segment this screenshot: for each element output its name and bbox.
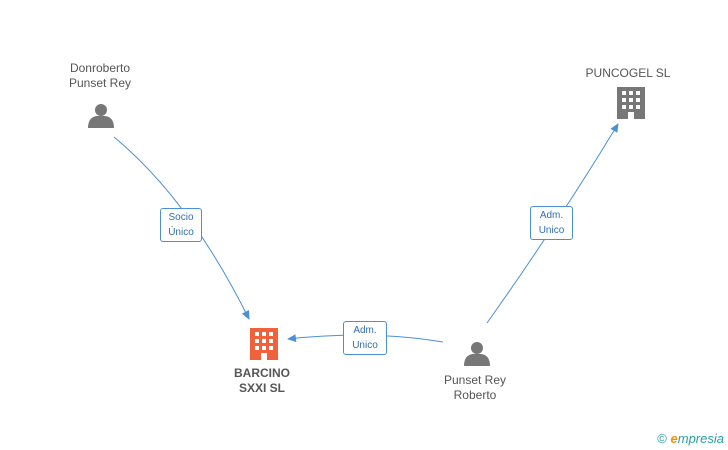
node-label-line: Punset Rey (443, 373, 507, 387)
edge-label-line: Unico (352, 340, 378, 351)
node-label-line: BARCINO (234, 366, 290, 380)
edge-label-line: Socio (168, 212, 194, 223)
node-label-line: Roberto (453, 388, 497, 402)
edge-label-adm-barcino: Adm. Unico (343, 321, 387, 355)
empresia-watermark: © empresia (657, 431, 724, 446)
edge-label-socio-unico: Socio Único (160, 208, 202, 242)
node-label-line: PUNCOGEL SL (585, 66, 671, 80)
building-icon (250, 328, 278, 360)
edge-label-line: Adm. (353, 325, 377, 336)
copyright-symbol: © (657, 431, 667, 446)
edge-label-line: Unico (538, 225, 565, 236)
node-label-barcino[interactable]: BARCINO SXXI SL (222, 366, 302, 396)
building-icon (617, 87, 645, 119)
node-label-punset[interactable]: Punset Rey Roberto (430, 373, 520, 403)
edge-label-line: Único (168, 227, 194, 238)
edge-label-adm-puncogel: Adm. Unico (530, 206, 573, 240)
node-label-puncogel[interactable]: PUNCOGEL SL (580, 66, 676, 81)
person-icon (464, 342, 490, 366)
brand-name: mpresia (677, 431, 724, 446)
node-label-line: Punset Rey (68, 76, 132, 90)
node-label-donroberto[interactable]: Donroberto Punset Rey (54, 61, 146, 91)
node-label-line: Donroberto (69, 61, 131, 75)
edge-label-line: Adm. (539, 210, 564, 221)
brand-initial: e (670, 431, 678, 446)
node-label-line: SXXI SL (238, 381, 285, 395)
person-icon (88, 104, 114, 128)
